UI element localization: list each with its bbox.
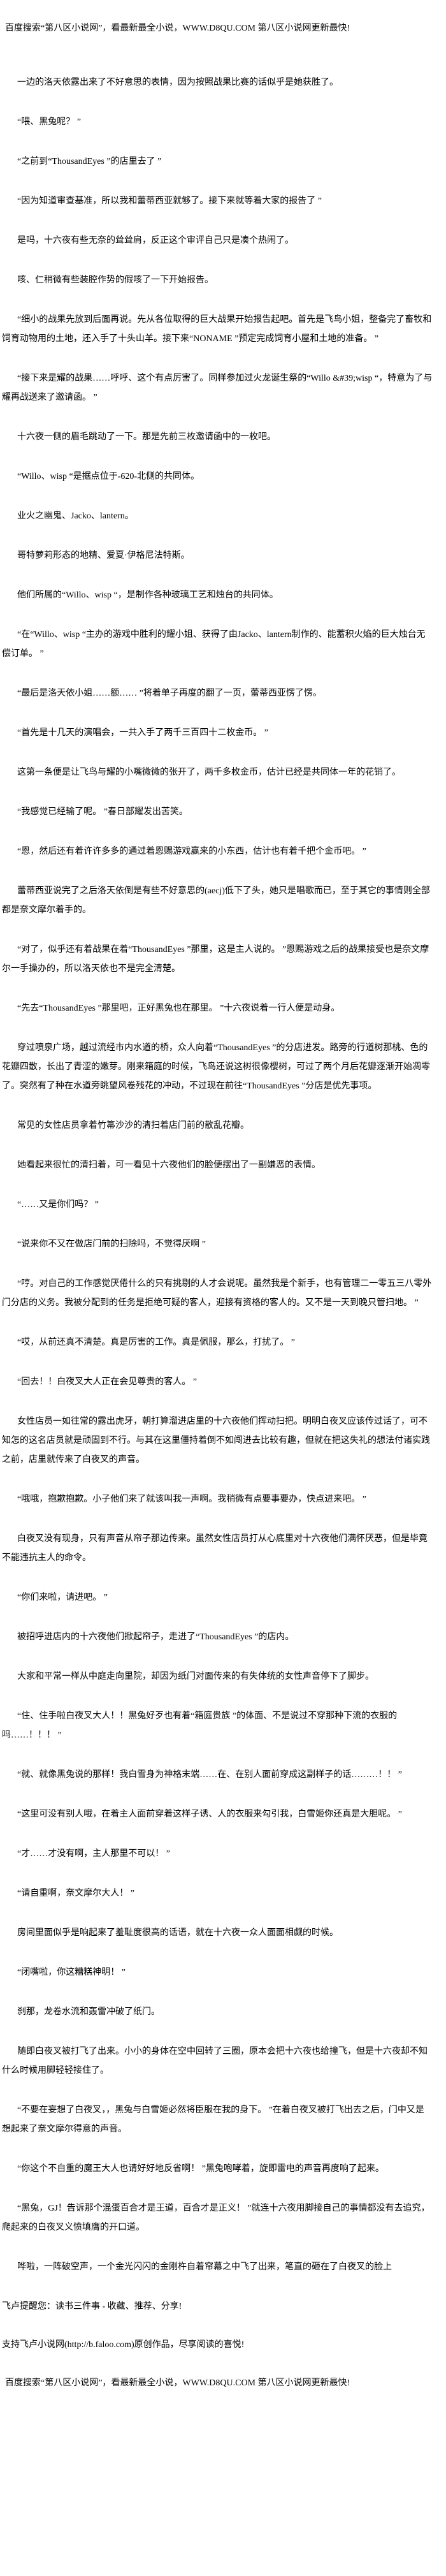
paragraph: “闭嘴啦，你这糟糕神明！ ” bbox=[17, 1968, 126, 1977]
paragraph: “我感觉已经输了呢。 ”春日部耀发出苦笑。 bbox=[17, 807, 188, 817]
paragraph: 刹那，龙卷水流和轰雷冲破了纸门。 bbox=[17, 2007, 160, 2017]
paragraph: 是吗，十六夜有些无奈的耸耸肩，反正这个审评自己只是凑个热闹了。 bbox=[17, 236, 294, 245]
site-banner-bottom: 百度搜索“第八区小说网”，看最新最全小说，WWW.D8QU.COM 第八区小说网… bbox=[5, 2378, 350, 2388]
paragraph: 这第一条便是让飞鸟与耀的小嘴微微的张开了，两千多枚金币，估计已经是共同体一年的花… bbox=[17, 768, 401, 777]
paragraph: 哥特萝莉形态的地精、爱夏·伊格尼法特斯。 bbox=[17, 551, 190, 560]
paragraph: “你们来啦，请进吧。 ” bbox=[17, 1593, 108, 1602]
paragraph: “最后是洛天依小姐……额…… ”将着单子再度的翻了一页，蕾蒂西亚愣了愣。 bbox=[17, 689, 322, 698]
paragraph: 女性店员一如往常的露出虎牙，朝打算溜进店里的十六夜他们挥动扫把。明明白夜叉应该传… bbox=[2, 1417, 430, 1465]
paragraph: “在“Willo、wisp “主办的游戏中胜利的耀小姐、获得了由Jacko、la… bbox=[2, 630, 426, 659]
reading-reminder: 飞卢提醒您：读书三件事 - 收藏、推荐、分享! bbox=[2, 2302, 182, 2311]
paragraph: 房间里面似乎是响起来了羞耻度很高的话语，就在十六夜一众人面面相觑的时候。 bbox=[17, 1928, 338, 1938]
paragraph: 哗啦，一阵破空声，一个金光闪闪的金刚杵自着帘幕之中飞了出来，笔直的砸在了白夜叉的… bbox=[17, 2262, 392, 2272]
paragraph: “请自重啊，奈文摩尔大人！ ” bbox=[17, 1889, 134, 1898]
paragraph: 大家和平常一样从中庭走向里院，却因为纸门对面传来的有失体统的女性声音停下了脚步。 bbox=[17, 1672, 374, 1681]
paragraph: “住、住手啦白夜叉大人！！黑兔好歹也有着“箱庭贵族 ”的体面、不是说过不穿那种下… bbox=[2, 1711, 398, 1740]
paragraph: “……又是你们吗？ ” bbox=[17, 1200, 99, 1210]
paragraph: “就、就像黑兔说的那样！我白雪身为神格末端……在、在别人面前穿成这副样子的话……… bbox=[17, 1770, 402, 1780]
paragraph: “这里可没有别人哦，在着主人面前穿着这样子诱、人的衣服来勾引我，白雪姬你还真是大… bbox=[17, 1810, 402, 1819]
paragraph: “哼。对自己的工作感觉厌倦什么的只有挑剔的人才会说呢。虽然我是个新手，也有管理二… bbox=[2, 1279, 432, 1308]
paragraph: “才……才没有啊，主人那里不可以！ ” bbox=[17, 1849, 170, 1859]
paragraph: “说来你不又在做店门前的扫除吗，不觉得厌啊 ” bbox=[17, 1240, 206, 1249]
paragraph: “你这个不自重的魔王大人也请好好地反省啊！ ”黑兔咆哮着，旋即雷电的声音再度响了… bbox=[17, 2164, 384, 2174]
site-banner-top: 百度搜索“第八区小说网”，看最新最全小说，WWW.D8QU.COM 第八区小说网… bbox=[5, 24, 350, 33]
paragraph: “回去！！白夜叉大人正在会见尊贵的客人。 ” bbox=[17, 1377, 197, 1387]
paragraph: “对了，似乎还有着战果在着“ThousandEyes ”那里，这是主人说的。 ”… bbox=[2, 945, 429, 974]
paragraph: “哦哦，抱歉抱歉。小子他们来了就该叫我一声啊。我稍微有点要事要办，快点进来吧。 … bbox=[17, 1495, 366, 1504]
paragraph: “接下来是耀的战果……呼呼、这个有点厉害了。同样参加过火龙诞生祭的“Willo … bbox=[2, 374, 433, 402]
paragraph: “黑兔，GJ！告诉那个混蛋百合才是王道，百合才是正义！ ”就连十六夜用脚接自己的… bbox=[2, 2204, 430, 2232]
paragraph: 蕾蒂西亚说完了之后洛天依倒是有些不好意思的(aecj)低下了头，她只是唱歌而已，… bbox=[2, 886, 430, 915]
paragraph: 常见的女性店员拿着竹箒沙沙的清扫着店门前的散乱花瓣。 bbox=[17, 1121, 249, 1131]
paragraph: “Willo、wisp “是据点位于-620-北侧的共同体。 bbox=[17, 472, 200, 481]
paragraph: 一边的洛天依露出来了不好意思的表情，因为按照战果比赛的话似乎是她获胜了。 bbox=[17, 78, 338, 87]
paragraph: “细小的战果先放到后面再说。先从各位取得的巨大战果开始报告起吧。首先是飞鸟小姐，… bbox=[2, 315, 432, 344]
support-faloo-link[interactable]: 支持飞卢小说网(http://b.faloo.com)原创作品，尽享阅读的喜悦! bbox=[2, 2340, 245, 2350]
paragraph: 他们所属的“Willo、wisp “，是制作各种玻璃工艺和烛台的共同体。 bbox=[17, 590, 278, 600]
paragraph: 白夜叉没有现身，只有声音从帘子那边传来。虽然女性店员打从心底里对十六夜他们满怀厌… bbox=[2, 1534, 428, 1563]
paragraph: 咳、仁稍微有些装腔作势的假咳了一下开始报告。 bbox=[17, 275, 213, 285]
paragraph: “恩，然后还有着许许多多的通过着恩赐游戏赢来的小东西，估计也有着千把个金币吧。 … bbox=[17, 847, 366, 856]
paragraph: “先去“ThousandEyes ”那里吧，正好黑兔也在那里。 ”十六夜说着一行… bbox=[17, 1004, 340, 1013]
paragraph: 随即白夜叉被打飞了出来。小小的身体在空中回转了三圈，原本会把十六夜也给撞飞，但是… bbox=[2, 2047, 428, 2075]
paragraph: “首先是十几天的演唱会，一共入手了两千三百四十二枚金币。 ” bbox=[17, 728, 268, 738]
paragraph: 业火之幽鬼、Jacko、lantern。 bbox=[17, 511, 134, 521]
paragraph: “之前到“ThousandEyes ”的店里去了 ” bbox=[17, 157, 162, 166]
paragraph: “不要在妄想了白夜叉，，黑兔与白雪姬必然将臣服在我的身下。 ”在着白夜叉被打飞出… bbox=[2, 2105, 424, 2134]
paragraph: 她看起来很忙的清扫着，可一看见十六夜他们的脸便摆出了一副嫌恶的表情。 bbox=[17, 1160, 320, 1170]
paragraph: “因为知道审查基准，所以我和蕾蒂西亚就够了。接下来就等着大家的报告了 ” bbox=[17, 196, 322, 206]
page-footer: 飞卢提醒您：读书三件事 - 收藏、推荐、分享! 支持飞卢小说网(http://b… bbox=[0, 2297, 446, 2393]
paragraph: “哎，从前还真不清楚。真是厉害的工作。真是佩服，那么，打扰了。 ” bbox=[17, 1338, 295, 1347]
paragraph: 被招呼进店内的十六夜他们掀起帘子，走进了“ThousandEyes ”的店内。 bbox=[17, 1632, 294, 1642]
paragraph: “喂、黑兔呢？ ” bbox=[17, 117, 81, 127]
paragraph: 穿过喷泉广场，越过流经市内水道的桥，众人向着“ThousandEyes ”的分店… bbox=[2, 1043, 430, 1091]
chapter-content: 一边的洛天依露出来了不好意思的表情，因为按照战果比赛的话似乎是她获胜了。 “喂、黑… bbox=[0, 38, 433, 2277]
paragraph: 十六夜一侧的眉毛跳动了一下。那是先前三枚邀请函中的一枚吧。 bbox=[17, 432, 276, 442]
